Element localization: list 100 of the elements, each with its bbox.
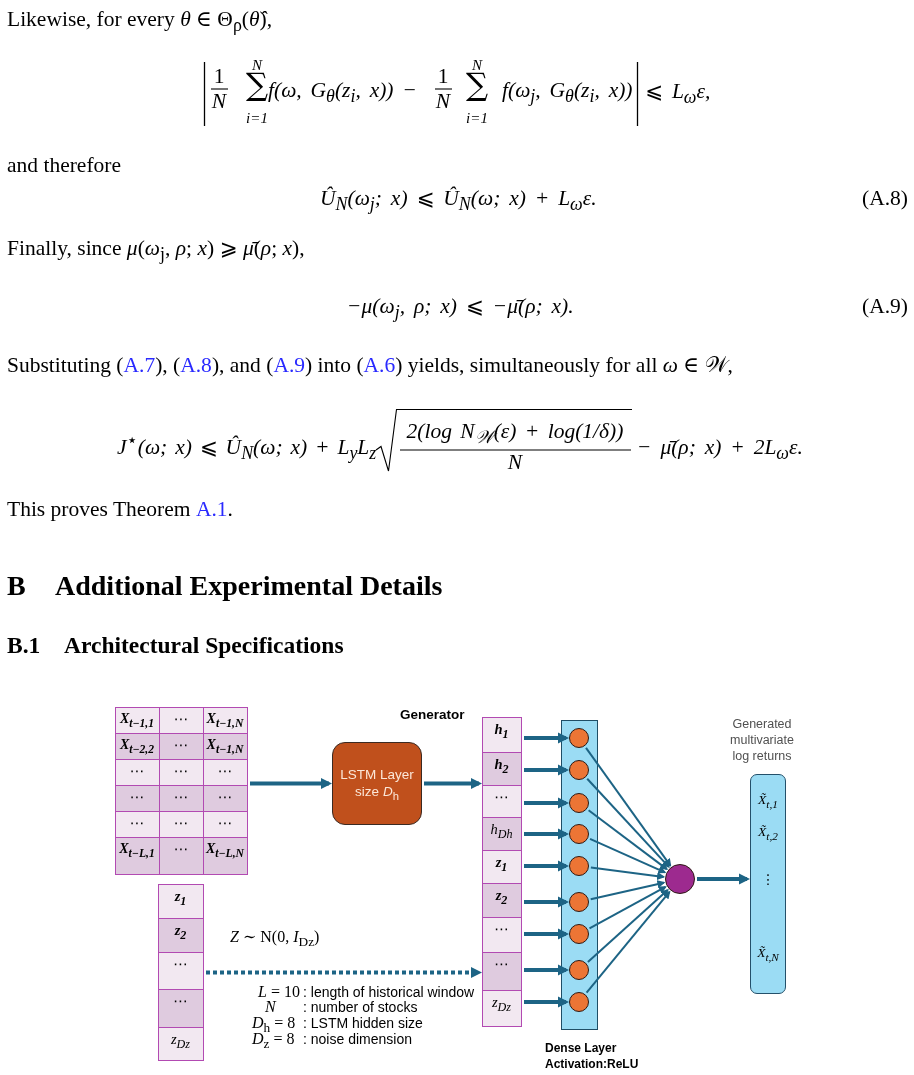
- neuron-circle: [568, 923, 589, 944]
- subsection-number: B.1: [7, 631, 41, 660]
- equation-text: ⩽ L$_{ω}$ε,: [645, 79, 711, 105]
- matrix-cell: ⋯: [114, 758, 160, 786]
- paragraph-text: Substituting (A.7), (A.8), and (A.9) into (A.6) yields, simultaneously for all ω ∈ 𝒲,: [7, 353, 733, 379]
- matrix-cell: ⋯: [114, 784, 160, 812]
- equation-text: J$^{⋆}$(ω; x) ⩽ Û$_{N}$(ω; x) + L$_{y}$L$_{z}$: [117, 435, 377, 461]
- matrix-cell: ⋯: [481, 951, 522, 991]
- matrix-cell: z$_{1}$: [157, 883, 204, 919]
- parameter-symbol: L = 10: [258, 984, 300, 1000]
- equation-number: (A.8): [862, 186, 908, 212]
- matrix-cell: ⋯: [114, 810, 160, 838]
- arrow: [524, 928, 569, 940]
- arrow: [524, 828, 569, 840]
- matrix-cell: h$_{Dh}$: [481, 816, 522, 851]
- output-neuron-circle: [665, 864, 695, 894]
- arrow: [588, 885, 667, 930]
- fraction-denominator: N: [435, 91, 451, 113]
- arrow: [524, 860, 569, 872]
- fraction-numerator: 1: [437, 66, 449, 88]
- equation-text: f(ω$_{j}$, G$_{θ}$(z$_{i}$, x)): [502, 78, 633, 104]
- equation-text: Û$_{N}$(ω$_{j}$; x) ⩽ Û$_{N}$(ω; x) + L$_{ω}$ε.: [320, 186, 597, 212]
- fraction-denominator: N: [507, 451, 523, 473]
- equation-text: − μ̄(ρ; x) + 2L$_{ω}$ε.: [637, 435, 803, 461]
- matrix-cell: z$_{Dz}$: [157, 1026, 204, 1061]
- summation-limit: N: [472, 58, 482, 72]
- paragraph-text: This proves Theorem A.1.: [7, 497, 233, 523]
- arrow: [586, 889, 669, 963]
- matrix-cell: z$_{2}$: [157, 917, 204, 953]
- neuron-circle: [568, 959, 589, 980]
- summation-limit: N: [252, 58, 262, 72]
- matrix-cell: ⋯: [481, 916, 522, 953]
- matrix-cell: z$_{1}$: [481, 849, 522, 884]
- cross-reference-link: A.8: [180, 353, 212, 377]
- matrix-cell: X$_{t−L,1}$: [114, 836, 160, 875]
- arrow: [586, 777, 670, 868]
- parameter-symbol: N: [265, 999, 276, 1015]
- fraction-denominator: N: [211, 91, 227, 113]
- output-value: X̃$_{t,N}$: [757, 944, 779, 962]
- summation-sign: ∑: [465, 72, 489, 102]
- vector-column: [158, 884, 204, 1061]
- neuron-circle: [568, 759, 589, 780]
- arrow: [524, 896, 569, 908]
- equation-number: (A.9): [862, 294, 908, 320]
- output-value: ⋮: [761, 871, 775, 889]
- arrow: [524, 964, 569, 976]
- equation-text: −μ(ω$_{j}$, ρ; x) ⩽ −μ̄(ρ; x).: [347, 294, 574, 320]
- parameter-symbol: D$_{h}$ = 8: [252, 1015, 296, 1031]
- matrix-cell: h$_{1}$: [481, 716, 522, 753]
- fraction-numerator: 1: [213, 66, 225, 88]
- arrow: [589, 837, 667, 874]
- neuron-circle: [568, 792, 589, 813]
- parameter-description: : noise dimension: [303, 1032, 412, 1046]
- matrix-cell: X$_{t−2,2}$: [114, 732, 160, 760]
- subsection-heading: Architectural Specifications: [64, 631, 344, 660]
- paragraph-text: Likewise, for every θ ∈ Θ$_{ρ}$(θ̂),: [7, 7, 273, 33]
- neuron-circle: [568, 991, 589, 1012]
- parameter-symbol: D$_{z}$ = 8: [252, 1031, 295, 1047]
- distribution-label: Z ∼ N(0, I$_{Dz}$): [230, 927, 320, 947]
- arrow: [589, 866, 666, 881]
- arrow: [524, 797, 569, 809]
- data-matrix: [115, 707, 248, 875]
- neuron-circle: [568, 823, 589, 844]
- arrow: [589, 880, 666, 901]
- paragraph-text: Finally, since μ(ω$_{j}$, ρ; x) ⩾ μ̄(ρ; x),: [7, 236, 305, 262]
- matrix-cell: h$_{2}$: [481, 751, 522, 786]
- cross-reference-link: A.9: [273, 353, 306, 377]
- arrow: [206, 967, 482, 978]
- matrix-cell: ⋯: [157, 988, 204, 1028]
- matrix-cell: ⋯: [157, 951, 204, 990]
- diagram-label: Generator: [400, 707, 465, 724]
- matrix-cell: X$_{t−1,N}$: [202, 706, 248, 734]
- section-heading: Additional Experimental Details: [55, 569, 443, 603]
- vector-column: [482, 717, 522, 1027]
- paragraph-text: and therefore: [7, 153, 121, 179]
- parameter-description: : number of stocks: [303, 1000, 418, 1014]
- summation-limit: i=1: [466, 112, 488, 126]
- arrow: [697, 873, 750, 885]
- parameter-description: : length of historical window: [303, 985, 475, 999]
- arrow: [587, 809, 668, 871]
- arrow: [524, 764, 569, 776]
- neuron-circle: [568, 855, 589, 876]
- output-value: X̃$_{t,1}$: [758, 791, 778, 809]
- arrow: [524, 996, 569, 1008]
- lstm-layer-box: LSTM Layer size D$_{h}$: [332, 742, 422, 825]
- summation-limit: i=1: [246, 112, 268, 126]
- cross-reference-link: A.7: [123, 353, 156, 377]
- column-heading: Generated multivariate log returns: [730, 717, 794, 763]
- matrix-cell: z$_{Dz}$: [481, 989, 522, 1027]
- matrix-cell: ⋯: [158, 836, 204, 875]
- arrow: [524, 732, 569, 744]
- output-value: X̃$_{t,2}$: [758, 823, 778, 841]
- matrix-cell: ⋯: [158, 706, 204, 734]
- matrix-cell: X$_{t−L,N}$: [202, 836, 248, 875]
- parameter-description: : LSTM hidden size: [303, 1016, 423, 1030]
- section-number: B: [7, 569, 26, 603]
- cross-reference-link: A.6: [363, 353, 396, 377]
- matrix-cell: X$_{t−1,1}$: [114, 706, 160, 734]
- arrow: [585, 746, 672, 867]
- neuron-circle: [568, 891, 589, 912]
